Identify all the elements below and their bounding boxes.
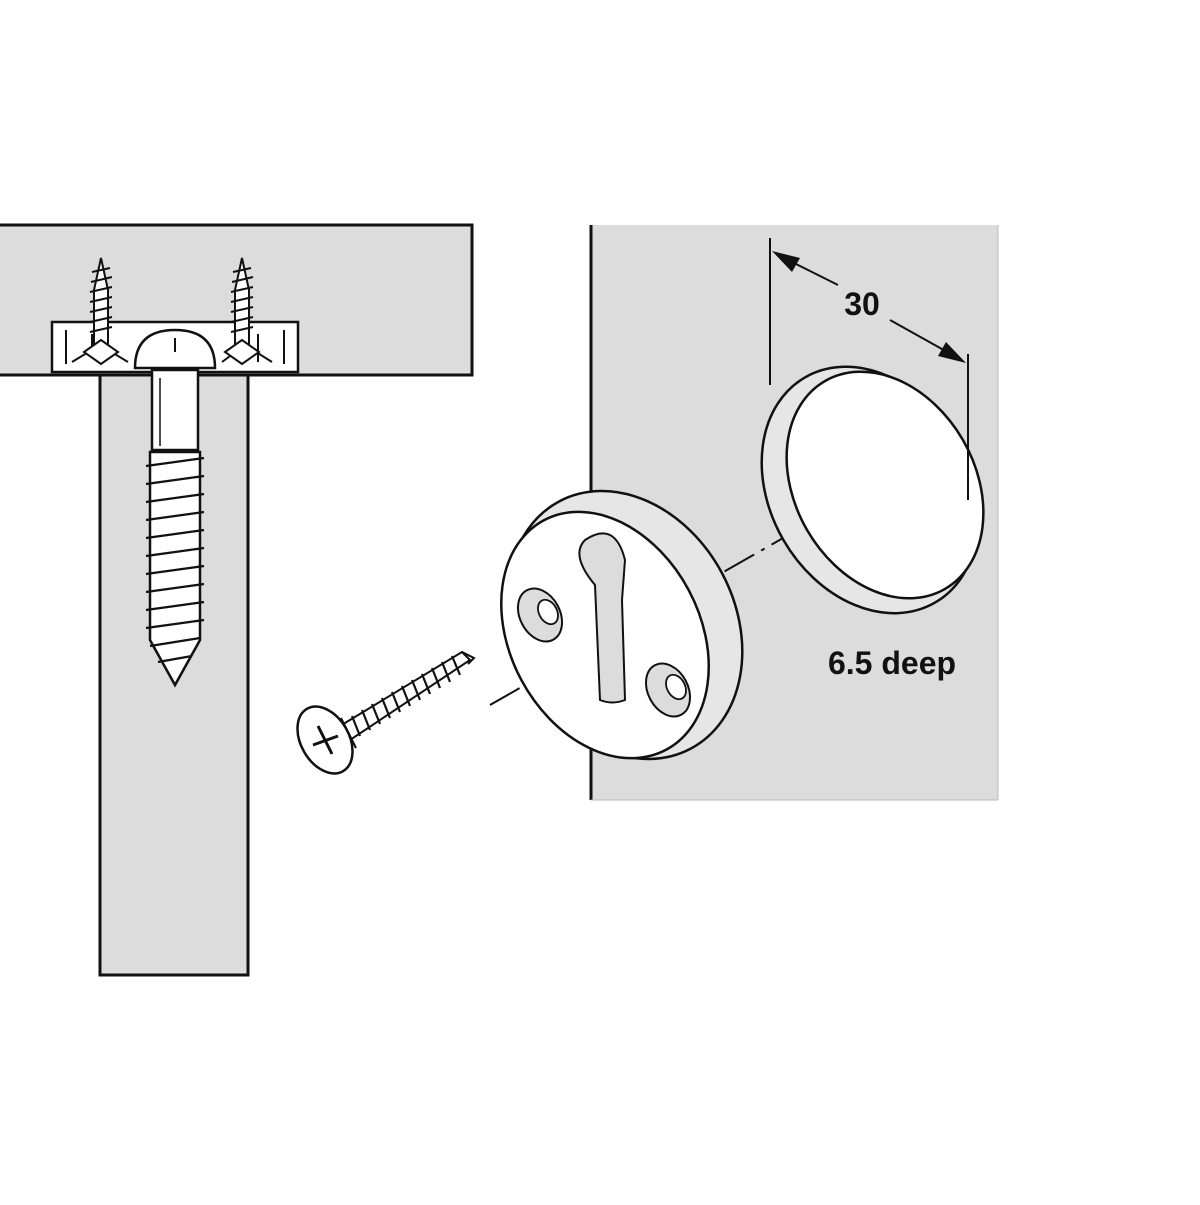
section-view xyxy=(0,223,474,977)
diameter-dimension: 30 xyxy=(769,238,969,500)
diameter-label: 30 xyxy=(844,286,880,322)
connector-housing xyxy=(500,489,744,761)
exploded-view: 30 6.5 deep xyxy=(296,225,999,801)
countersunk-screw xyxy=(296,650,476,775)
housing-screw-left xyxy=(82,257,120,366)
housing-screw-right xyxy=(223,257,261,366)
depth-label: 6.5 deep xyxy=(828,645,956,681)
cover-cap xyxy=(760,365,985,615)
connector-bolt xyxy=(133,328,217,688)
